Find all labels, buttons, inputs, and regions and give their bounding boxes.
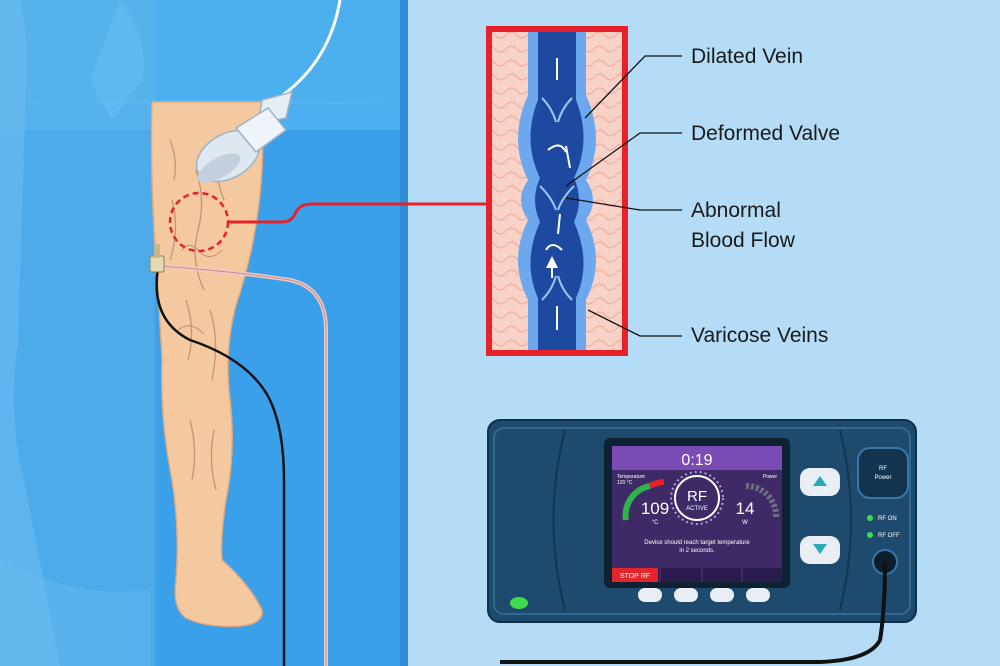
power-value: 14 — [736, 499, 755, 518]
temperature-target: 120 °C — [617, 480, 633, 486]
panel-button-4[interactable] — [746, 588, 770, 602]
ultrasound-probe-icon — [195, 0, 342, 183]
panel-button-2[interactable] — [674, 588, 698, 602]
callout-connector — [228, 202, 492, 224]
timer-readout: 0:19 — [681, 452, 712, 469]
rf-status-bottom: ACTIVE — [686, 506, 708, 512]
rf-off-led-icon — [867, 532, 873, 538]
rf-off-label: RF OFF — [878, 533, 900, 539]
rf-status-top: RF — [687, 488, 707, 505]
rf-power-label-2: Power — [874, 475, 891, 481]
label-abnormal-line-2: Blood Flow — [691, 229, 795, 252]
catheter-cable — [149, 244, 328, 666]
temperature-label: Temperature — [617, 474, 645, 480]
label-dilated-vein: Dilated Vein — [691, 45, 804, 68]
rf-on-led-icon — [867, 515, 873, 521]
rf-on-label: RF ON — [878, 516, 897, 522]
vein-callout — [486, 26, 628, 356]
rf-power-label-1: RF — [879, 466, 887, 472]
stop-rf-button[interactable]: STOP RF — [620, 573, 650, 580]
leader-lines — [565, 55, 682, 337]
rf-generator: 0:19 Temperature 120 °C 109 °C Power 14 … — [487, 419, 917, 664]
panel-button-1[interactable] — [638, 588, 662, 602]
power-led-icon — [510, 597, 528, 609]
panel-button-3[interactable] — [710, 588, 734, 602]
label-varicose-veins: Varicose Veins — [691, 324, 829, 347]
triangle-down-icon — [813, 544, 827, 554]
device-message-1: Device should reach target temperature — [644, 540, 750, 546]
power-label: Power — [763, 474, 778, 480]
rf-power-button[interactable] — [857, 447, 909, 499]
triangle-up-icon — [813, 476, 827, 486]
temperature-value: 109 — [641, 499, 669, 518]
label-abnormal-line-1: Abnormal — [691, 199, 781, 222]
device-message-2: in 2 seconds. — [679, 548, 715, 554]
label-deformed-valve: Deformed Valve — [691, 122, 841, 145]
power-unit: W — [742, 520, 748, 526]
temperature-unit: °C — [652, 520, 659, 526]
